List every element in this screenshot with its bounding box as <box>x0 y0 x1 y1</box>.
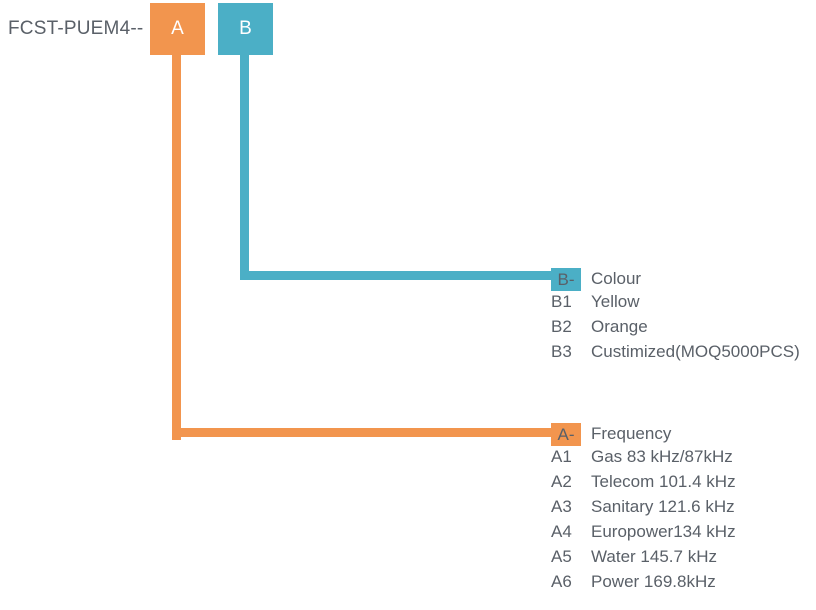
legend-header-colour: B- Colour <box>551 266 800 292</box>
legend-option-code: B3 <box>551 342 572 361</box>
legend-option-a1: A1 Gas 83 kHz/87kHz <box>551 447 736 472</box>
legend-option-text: Telecom 101.4 kHz <box>591 472 736 491</box>
legend-option-text: Gas 83 kHz/87kHz <box>591 447 733 466</box>
legend-badge-b: B- <box>551 267 581 291</box>
connector-a-horizontal <box>172 428 554 437</box>
legend-option-a5: A5 Water 145.7 kHz <box>551 547 736 572</box>
part-number-label: FCST-PUEM4-- <box>8 18 144 39</box>
legend-option-a2: A2 Telecom 101.4 kHz <box>551 472 736 497</box>
legend-option-code: A4 <box>551 522 572 541</box>
legend-title-frequency: Frequency <box>591 424 672 443</box>
legend-option-text: Yellow <box>591 292 640 311</box>
legend-group-frequency: A- Frequency A1 Gas 83 kHz/87kHz A2 Tele… <box>551 421 736 597</box>
legend-option-code: A3 <box>551 497 572 516</box>
legend-badge-a: A- <box>551 422 581 446</box>
legend-option-text: Custimized(MOQ5000PCS) <box>591 342 800 361</box>
legend-option-a4: A4 Europower134 kHz <box>551 522 736 547</box>
legend-option-b1: B1 Yellow <box>551 292 800 317</box>
legend-option-text: Sanitary 121.6 kHz <box>591 497 735 516</box>
legend-option-code: A5 <box>551 547 572 566</box>
legend-option-a6: A6 Power 169.8kHz <box>551 572 736 597</box>
code-box-a: A <box>150 3 205 55</box>
code-box-b: B <box>218 3 273 55</box>
legend-option-text: Water 145.7 kHz <box>591 547 717 566</box>
connector-a-vertical <box>172 55 181 440</box>
connector-b-vertical <box>240 55 249 280</box>
legend-header-frequency: A- Frequency <box>551 421 736 447</box>
legend-option-b3: B3 Custimized(MOQ5000PCS) <box>551 342 800 367</box>
legend-option-code: B1 <box>551 292 572 311</box>
connector-b-horizontal <box>240 271 554 280</box>
legend-option-code: A6 <box>551 572 572 591</box>
legend-option-a3: A3 Sanitary 121.6 kHz <box>551 497 736 522</box>
legend-option-text: Power 169.8kHz <box>591 572 716 591</box>
legend-option-text: Orange <box>591 317 648 336</box>
legend-option-code: A2 <box>551 472 572 491</box>
legend-option-code: B2 <box>551 317 572 336</box>
legend-title-colour: Colour <box>591 269 642 288</box>
legend-option-b2: B2 Orange <box>551 317 800 342</box>
legend-group-colour: B- Colour B1 Yellow B2 Orange B3 Custimi… <box>551 266 800 367</box>
legend-option-code: A1 <box>551 447 572 466</box>
legend-option-text: Europower134 kHz <box>591 522 736 541</box>
